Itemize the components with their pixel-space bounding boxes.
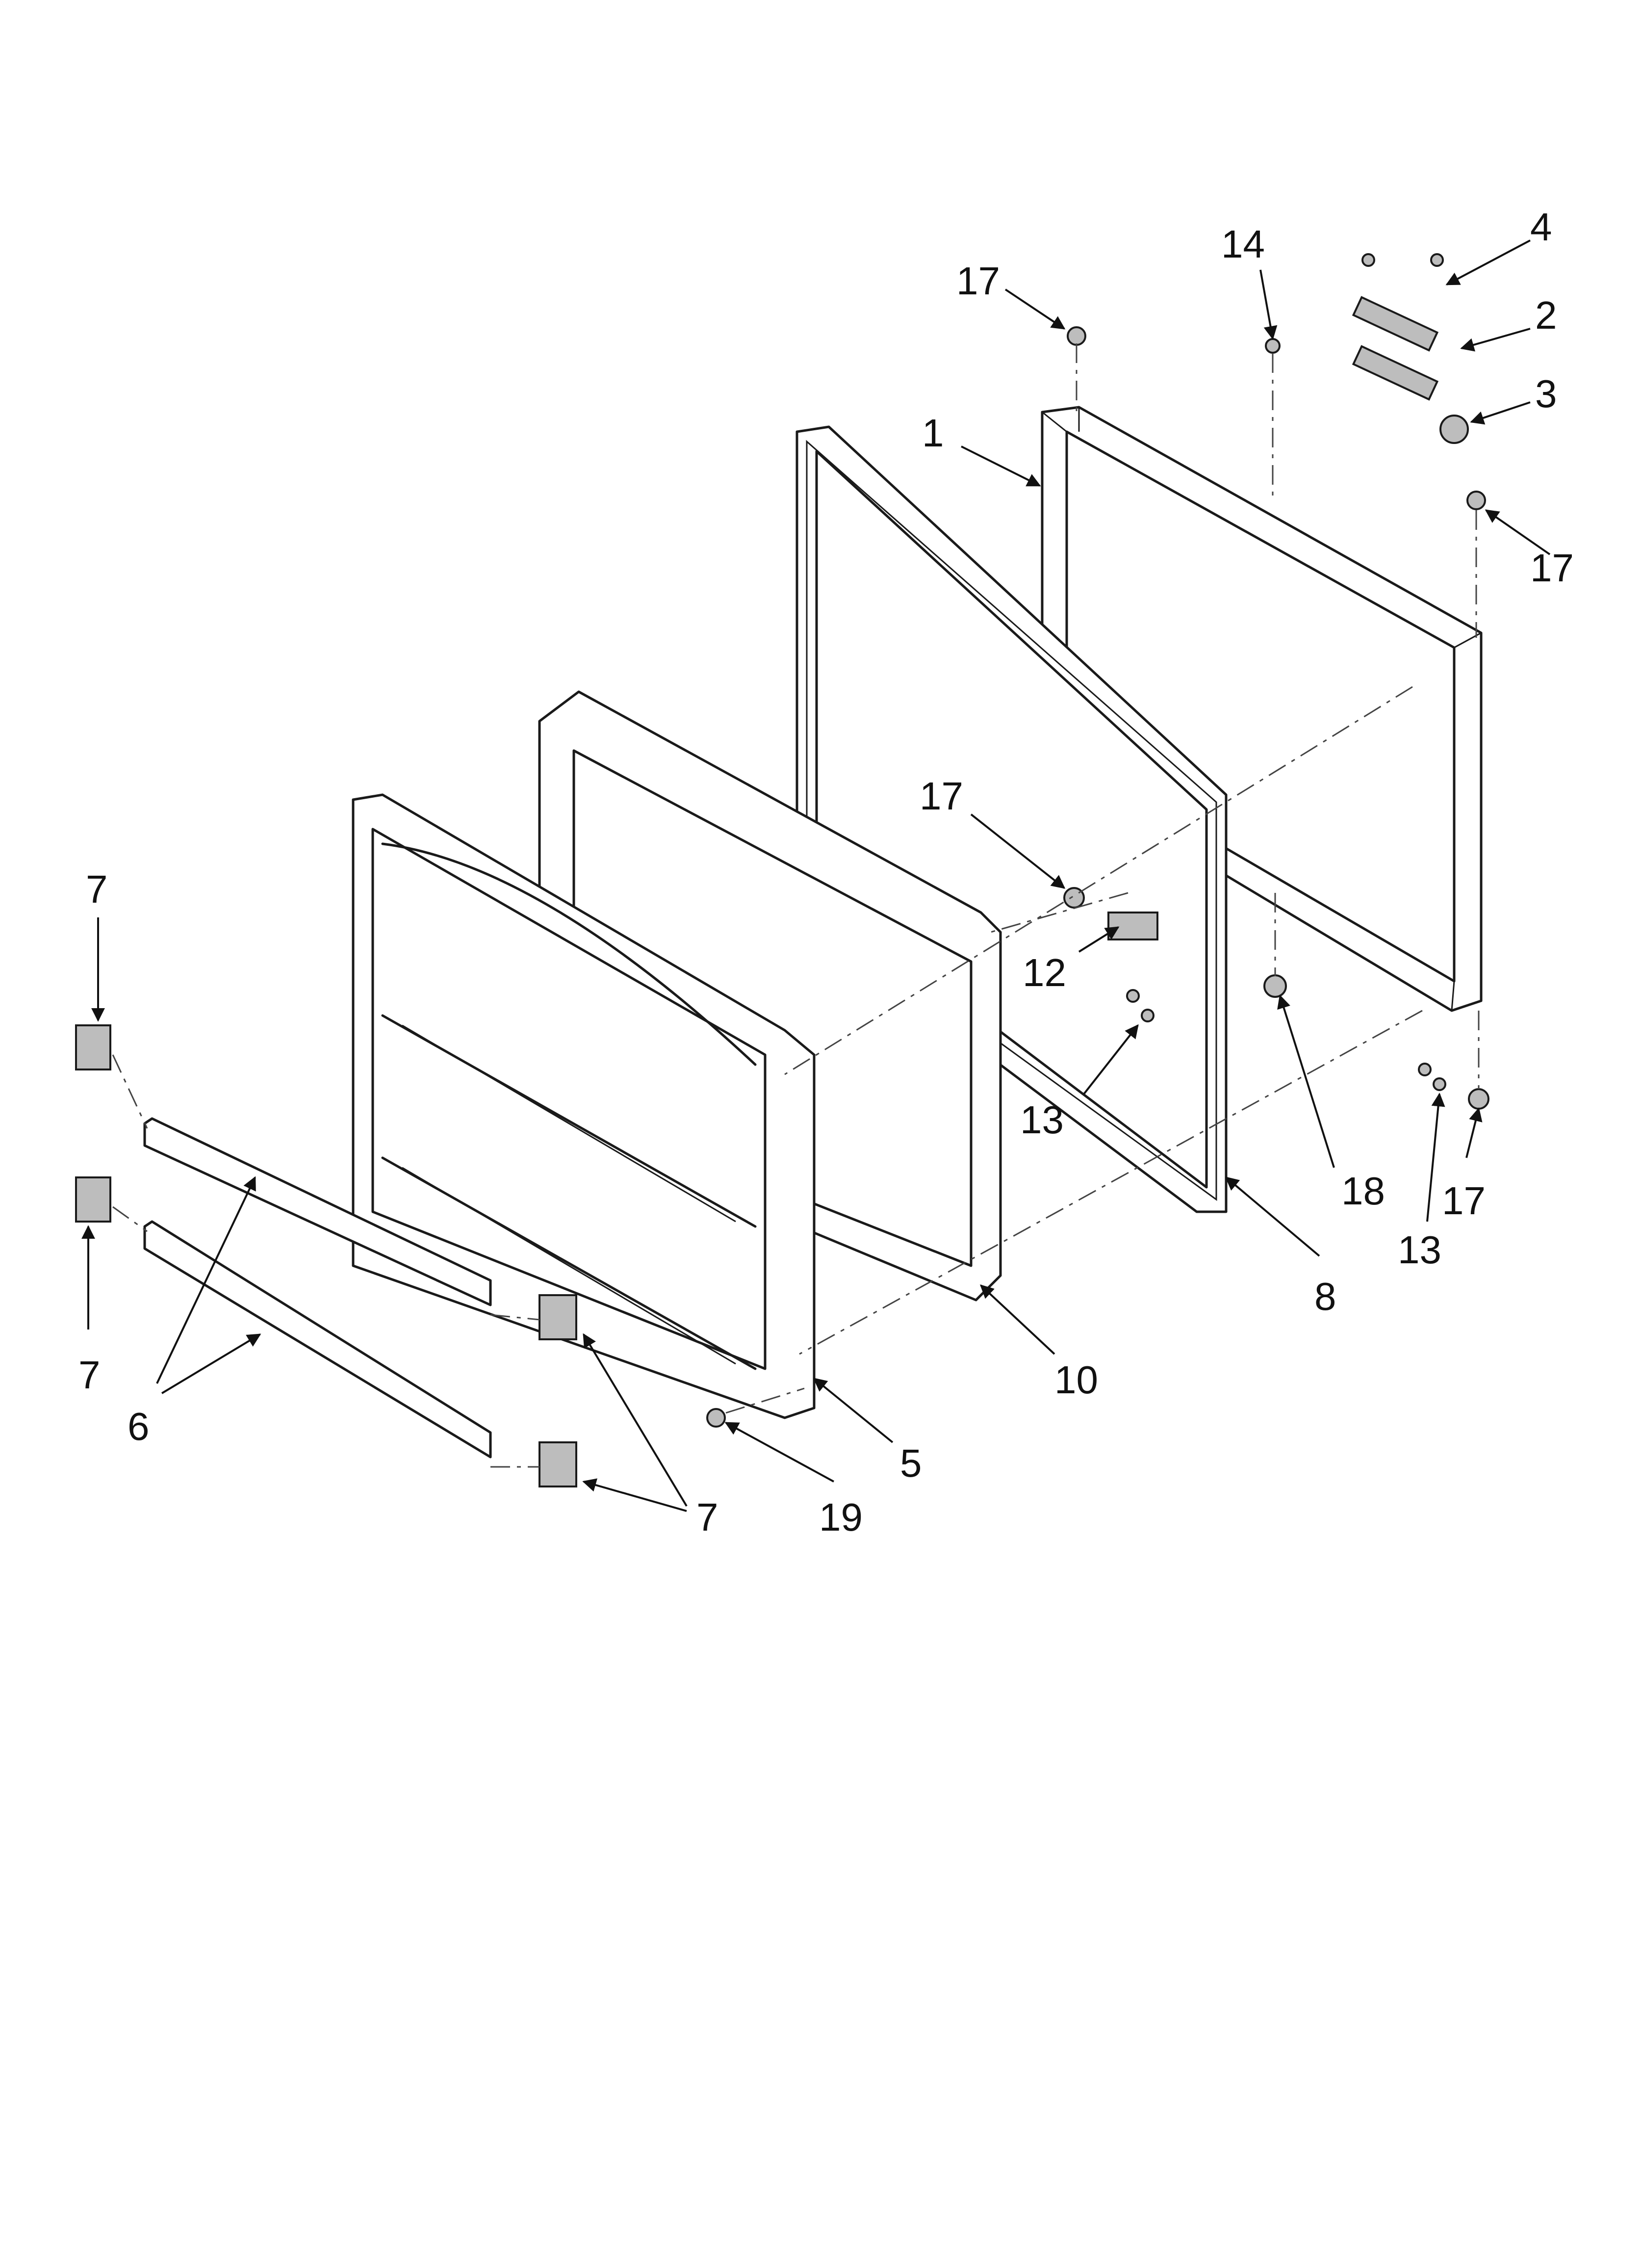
callout-17-bottom-right: 17 — [1442, 1179, 1486, 1223]
callout-1: 1 — [922, 411, 944, 455]
inner-door-panel-part-5 — [352, 793, 816, 1419]
callout-5: 5 — [900, 1441, 922, 1485]
callout-3: 3 — [1535, 372, 1557, 416]
callout-7-bottom: 7 — [696, 1495, 718, 1539]
leader-lines — [81, 239, 1551, 1512]
door-trim-strip-upper-part-6 — [143, 1117, 492, 1306]
callout-14: 14 — [1221, 222, 1265, 266]
callout-7-mid-left: 7 — [78, 1353, 101, 1397]
alignment-lines — [112, 343, 1480, 1468]
callout-8: 8 — [1314, 1275, 1336, 1318]
callout-17-center: 17 — [920, 774, 963, 818]
callout-13-right: 13 — [1398, 1228, 1441, 1272]
callout-17-right: 17 — [1530, 546, 1574, 590]
end-cap-part-7 — [75, 1024, 577, 1487]
callout-12: 12 — [1023, 951, 1066, 994]
callout-18: 18 — [1341, 1169, 1385, 1213]
callout-7-top-left: 7 — [86, 867, 108, 911]
callout-2: 2 — [1535, 293, 1557, 337]
door-trim-strip-lower-part-6 — [143, 1220, 492, 1459]
callout-17-top-left: 17 — [956, 259, 1000, 303]
callout-4: 4 — [1530, 205, 1552, 249]
callout-6: 6 — [128, 1405, 150, 1448]
callout-labels: 17 14 4 2 3 17 1 17 12 13 18 13 17 8 10 … — [78, 205, 1574, 1539]
callout-10: 10 — [1054, 1358, 1098, 1402]
callout-19: 19 — [819, 1495, 863, 1539]
callout-13-center: 13 — [1020, 1098, 1064, 1142]
